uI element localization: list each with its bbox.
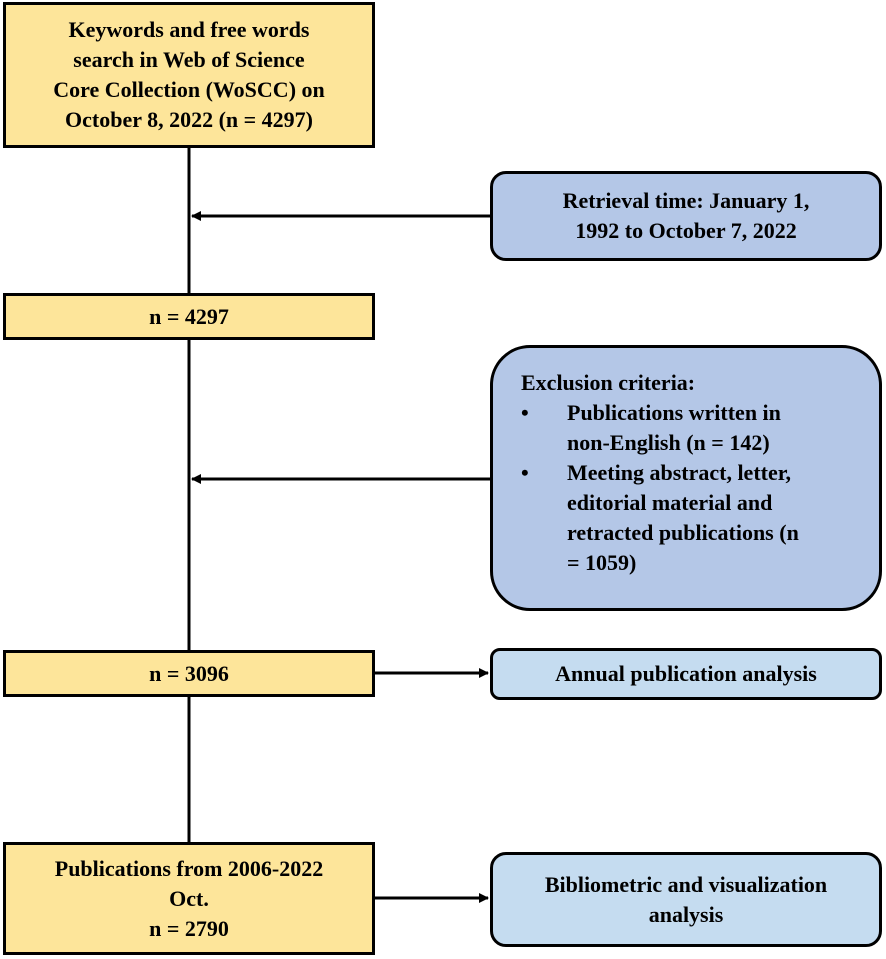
exclusion-item-1-line-2: non-English (n = 142) [567,430,770,455]
node-final-line-3: n = 2790 [149,915,229,941]
node-retrieval-line-1: Retrieval time: January 1, [562,188,810,213]
node-biblio-line-2: analysis [648,901,724,927]
node-retrieval-time: Retrieval time: January 1, 1992 to Octob… [490,171,882,261]
node-exclusion-criteria: Exclusion criteria: • Publications writt… [490,345,882,611]
bullet-point: • [521,460,529,485]
node-search-line-3: Core Collection (WoSCC) on [53,77,325,102]
node-search-line-2: search in Web of Science [73,47,305,72]
node-n4297-label: n = 4297 [149,303,229,329]
exclusion-item-2-line-1: Meeting abstract, letter, [567,460,791,485]
exclusion-title: Exclusion criteria: [521,370,696,395]
exclusion-list: • Publications written in non-English (n… [521,398,799,578]
node-n4297: n = 4297 [3,293,375,340]
node-final-line-1: Publications from 2006-2022 [54,855,324,881]
exclusion-item-2-line-4: = 1059) [567,550,637,575]
node-biblio-line-1: Bibliometric and visualization [544,871,828,897]
bullet-point: • [521,400,529,425]
node-retrieval-line-2: 1992 to October 7, 2022 [575,218,797,243]
exclusion-item-non-english: • Publications written in non-English (n… [521,398,799,458]
node-n3096: n = 3096 [3,650,375,697]
node-annual-publication-analysis: Annual publication analysis [490,648,882,700]
node-search-line-1: Keywords and free words [68,17,310,42]
node-search-line-4: October 8, 2022 (n = 4297) [65,107,313,132]
exclusion-item-1-line-1: Publications written in [567,400,781,425]
node-bibliometric-analysis: Bibliometric and visualization analysis [490,852,882,947]
node-final-line-2: Oct. [169,885,209,911]
exclusion-item-2-line-2: editorial material and [567,490,773,515]
node-annual-label: Annual publication analysis [555,661,817,686]
node-final-publications: Publications from 2006-2022 Oct. n = 279… [3,842,375,955]
exclusion-item-2-line-3: retracted publications (n [567,520,799,545]
exclusion-item-document-types: • Meeting abstract, letter, editorial ma… [521,458,799,578]
node-n3096-label: n = 3096 [149,660,229,686]
node-initial-search: Keywords and free words search in Web of… [3,2,375,148]
